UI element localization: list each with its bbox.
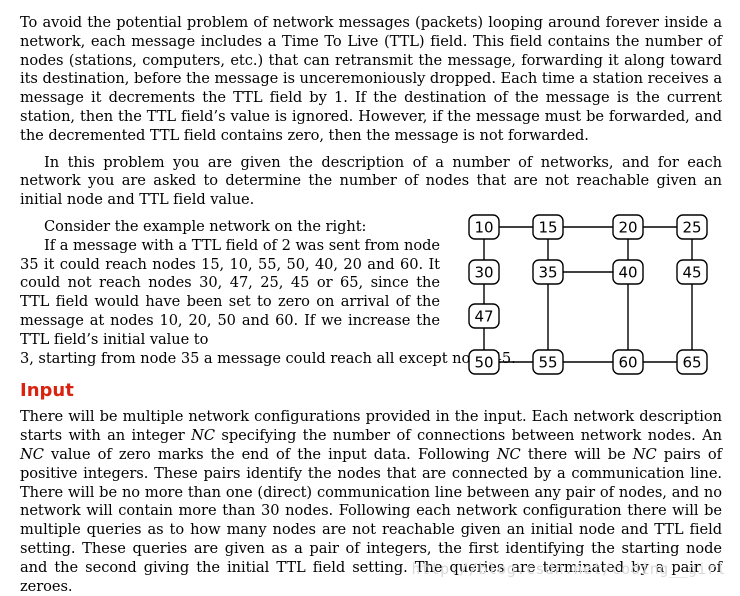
node-label: 65 (682, 353, 701, 371)
node-label: 55 (538, 353, 557, 371)
watermark: http://blog.csdn.net/coding__girl (411, 560, 726, 578)
input-paragraph: There will be multiple network configura… (20, 408, 722, 595)
node-label: 45 (682, 263, 701, 281)
example-section: Consider the example network on the righ… (20, 214, 722, 375)
input-heading: Input (20, 380, 74, 402)
node-25: 25 (676, 214, 708, 240)
intro-paragraph: To avoid the potential problem of networ… (20, 14, 722, 144)
node-15: 15 (532, 214, 564, 240)
example-explanation-last-line: 3, starting from node 35 a message could… (20, 349, 516, 367)
node-label: 47 (474, 307, 493, 325)
task-paragraph: In this problem you are given the descri… (20, 153, 722, 209)
node-60: 60 (612, 349, 644, 375)
node-35: 35 (532, 259, 564, 285)
node-label: 30 (474, 263, 493, 281)
node-45: 45 (676, 259, 708, 285)
node-label: 50 (474, 353, 493, 371)
node-label: 40 (618, 263, 637, 281)
node-30: 30 (468, 259, 500, 285)
node-47: 47 (468, 303, 500, 329)
node-40: 40 (612, 259, 644, 285)
node-50: 50 (468, 349, 500, 375)
node-10: 10 (468, 214, 500, 240)
node-20: 20 (612, 214, 644, 240)
node-label: 20 (618, 218, 637, 236)
example-intro: Consider the example network on the righ… (44, 217, 367, 235)
node-label: 25 (682, 218, 701, 236)
example-explanation: If a message with a TTL field of 2 was s… (20, 236, 440, 348)
network-diagram: 10 15 20 25 30 35 40 45 47 50 55 60 65 (466, 212, 740, 384)
node-label: 10 (474, 218, 493, 236)
problem-statement: To avoid the potential problem of networ… (20, 14, 722, 596)
node-label: 60 (618, 353, 637, 371)
node-65: 65 (676, 349, 708, 375)
node-55: 55 (532, 349, 564, 375)
node-label: 15 (538, 218, 557, 236)
node-label: 35 (538, 263, 557, 281)
